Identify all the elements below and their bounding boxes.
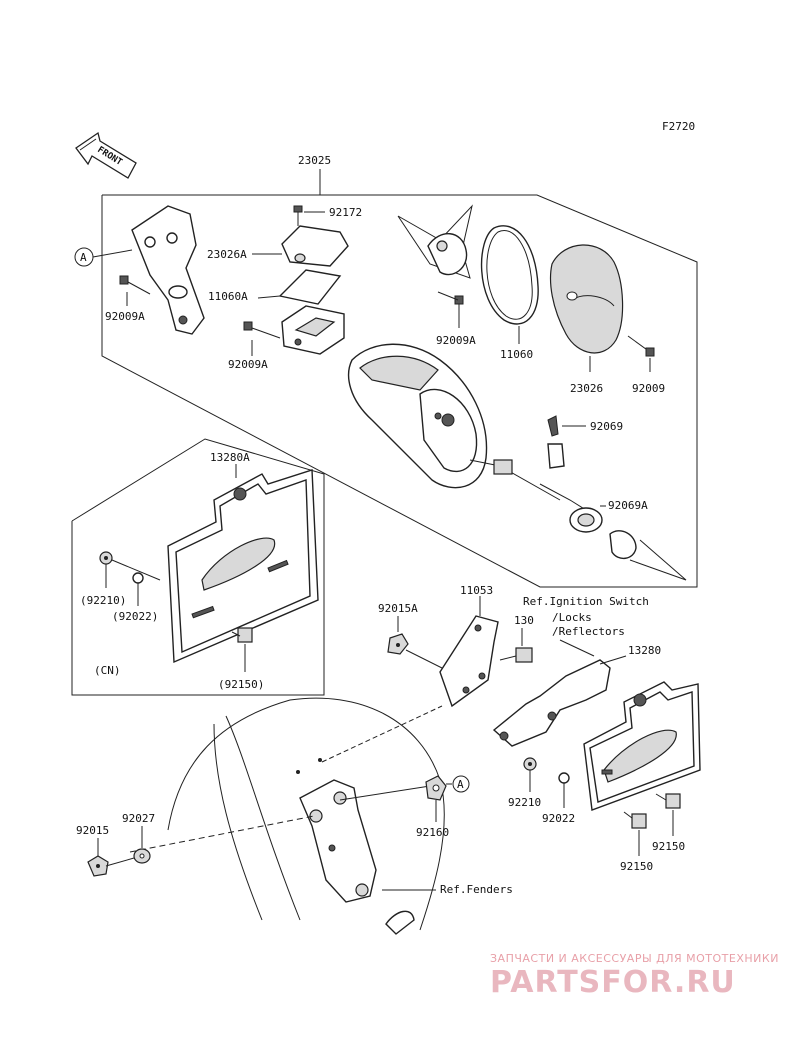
label-92009a-left: 92009A — [105, 310, 145, 323]
gasket-11060 — [480, 225, 539, 325]
label-130: 130 — [514, 614, 534, 627]
label-92172: 92172 — [329, 206, 362, 219]
license-plate-bracket-13280 — [492, 659, 611, 747]
ref-ignition-locks: /Locks — [552, 611, 592, 624]
label-92022: 92022 — [542, 812, 575, 825]
label-92160: 92160 — [416, 826, 449, 839]
front-arrow-icon: FRONT — [75, 131, 137, 179]
license-plate-bracket-cn — [167, 469, 319, 664]
watermark-tagline: ЗАПЧАСТИ И АКСЕССУАРЫ ДЛЯ МОТОТЕХНИКИ — [490, 952, 779, 965]
reflector-bracket — [397, 204, 473, 279]
label-92210: 92210 — [508, 796, 541, 809]
label-23026: 23026 — [570, 382, 603, 395]
license-light-housing — [281, 305, 345, 355]
label-92069: 92069 — [590, 420, 623, 433]
bolt-92150-cn — [231, 627, 253, 643]
label-11060: 11060 — [500, 348, 533, 361]
label-13280: 13280 — [628, 644, 661, 657]
label-11060a: 11060A — [208, 290, 248, 303]
label-92009a-right: 92009A — [436, 334, 476, 347]
lens-23026a — [281, 225, 349, 267]
label-92069a: 92069A — [608, 499, 648, 512]
callout-a-top-label: A — [80, 251, 87, 264]
label-92150-a: 92150 — [652, 840, 685, 853]
label-13280a: 13280A — [210, 451, 250, 464]
label-11053: 11053 — [460, 584, 493, 597]
screw-92009 — [627, 335, 655, 357]
label-92009: 92009 — [632, 382, 665, 395]
callout-a-bottom — [452, 775, 470, 793]
nut-92210-cn — [99, 551, 113, 565]
label-23025: 23025 — [298, 154, 331, 167]
tail-light-body — [348, 343, 488, 489]
nut-92015a — [387, 633, 409, 655]
washer-92022 — [558, 772, 570, 784]
screw-92172 — [293, 205, 303, 226]
bolt-92150-a — [655, 793, 681, 809]
watermark-logo: PARTSFOR.RU — [490, 965, 736, 1000]
ref-ignition-reflectors: /Reflectors — [552, 625, 625, 638]
cn-variant-outline — [71, 438, 325, 696]
license-plate-holder — [583, 681, 701, 811]
rear-fender — [167, 697, 445, 935]
light-bracket — [131, 205, 205, 335]
label-92015a: 92015A — [378, 602, 418, 615]
callout-a-bottom-label: A — [457, 778, 464, 791]
socket-and-wire — [469, 459, 587, 511]
label-92027: 92027 — [122, 812, 155, 825]
gasket-11060a — [278, 269, 342, 305]
grommet-92160 — [425, 775, 447, 801]
bolt-92150-b — [623, 811, 647, 829]
bracket-11053 — [439, 615, 499, 708]
label-cn: (CN) — [94, 664, 121, 677]
bulb-socket-92069a — [569, 507, 637, 559]
screw-92009a-left — [119, 275, 151, 295]
washer-92027 — [133, 848, 151, 864]
label-92009a-middle: 92009A — [228, 358, 268, 371]
nut-92015 — [87, 855, 109, 877]
screw-92009a-middle — [243, 321, 253, 331]
label-23026a: 23026A — [207, 248, 247, 261]
label-92210-cn: (92210) — [80, 594, 126, 607]
label-92015: 92015 — [76, 824, 109, 837]
wire-grommet-92069 — [547, 415, 565, 469]
bolt-130 — [499, 647, 533, 663]
figure-code: F2720 — [662, 120, 695, 133]
lens-23026 — [549, 244, 624, 354]
ref-ignition-switch: Ref.Ignition Switch — [523, 595, 649, 608]
ref-fenders: Ref.Fenders — [440, 883, 513, 896]
label-92150-b: 92150 — [620, 860, 653, 873]
label-92150-cn: (92150) — [218, 678, 264, 691]
nut-92210 — [523, 757, 537, 771]
screw-92009a-right — [454, 295, 464, 305]
label-92022-cn: (92022) — [112, 610, 158, 623]
washer-92022-cn — [132, 572, 144, 584]
assembly-outline-23025 — [101, 169, 698, 588]
